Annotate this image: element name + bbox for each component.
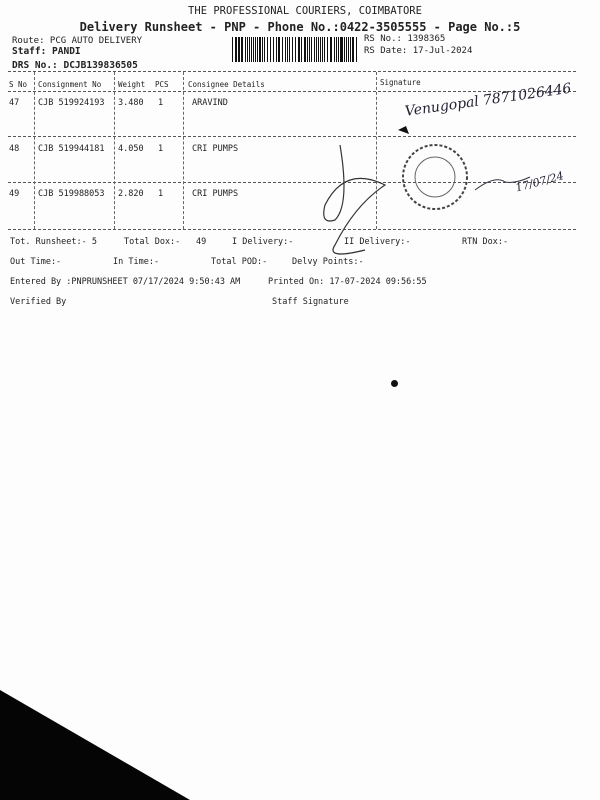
drs-number: DRS No.: DCJB139836505 bbox=[12, 60, 138, 71]
total-dox-label: Total Dox:- bbox=[124, 237, 181, 247]
weight: 2.820 bbox=[118, 189, 144, 199]
document-title: Delivery Runsheet - PNP - Phone No.:0422… bbox=[79, 20, 521, 34]
consignee: ARAVIND bbox=[192, 98, 228, 108]
company-name: THE PROFESSIONAL COURIERS, COIMBATORE bbox=[188, 5, 422, 17]
rtn-dox: RTN Dox:- bbox=[462, 237, 509, 247]
barcode bbox=[232, 37, 358, 62]
entered-by: Entered By :PNPRUNSHEET 07/17/2024 9:50:… bbox=[10, 277, 241, 287]
col-weight: Weight bbox=[118, 80, 146, 89]
consignee: CRI PUMPS bbox=[192, 189, 239, 199]
sno: 48 bbox=[9, 144, 20, 154]
delvy-points: Delvy Points:- bbox=[292, 257, 364, 267]
consignee: CRI PUMPS bbox=[192, 144, 239, 154]
consignment-no: CJB 519944181 bbox=[38, 144, 105, 154]
pcs: 1 bbox=[158, 189, 164, 199]
col-sno: S No bbox=[9, 80, 28, 89]
rs-date: RS Date: 17-Jul-2024 bbox=[364, 46, 473, 56]
col-pcs: PCS bbox=[155, 80, 169, 89]
consignment-no: CJB 519924193 bbox=[38, 98, 105, 108]
ink-spot bbox=[391, 380, 398, 387]
col-consignee: Consignee Details bbox=[188, 80, 265, 89]
sno: 47 bbox=[9, 98, 20, 108]
ii-delivery: II Delivery:- bbox=[344, 237, 411, 247]
weight: 4.050 bbox=[118, 144, 144, 154]
total-runsheet: Tot. Runsheet:- 5 bbox=[10, 237, 97, 247]
handwritten-stamp-and-strokes bbox=[323, 126, 531, 255]
total-pod: Total POD:- bbox=[211, 257, 268, 267]
printed-on: Printed On: 17-07-2024 09:56:55 bbox=[268, 277, 427, 287]
weight: 3.480 bbox=[118, 98, 144, 108]
staff: Staff: PANDI bbox=[12, 46, 81, 57]
in-time: In Time:- bbox=[113, 257, 160, 267]
sno: 49 bbox=[9, 189, 20, 199]
scan-shadow bbox=[0, 690, 190, 800]
i-delivery: I Delivery:- bbox=[232, 237, 294, 247]
route: Route: PCG AUTO DELIVERY bbox=[12, 36, 143, 46]
col-signature: Signature bbox=[380, 78, 421, 87]
staff-signature: Staff Signature bbox=[272, 297, 349, 307]
rs-number: RS No.: 1398365 bbox=[364, 34, 446, 44]
pcs: 1 bbox=[158, 98, 164, 108]
total-dox-value: 49 bbox=[196, 237, 207, 247]
out-time: Out Time:- bbox=[10, 257, 62, 267]
pcs: 1 bbox=[158, 144, 164, 154]
verified-by: Verified By bbox=[10, 297, 67, 307]
col-consignment: Consignment No bbox=[38, 80, 102, 89]
consignment-no: CJB 519988053 bbox=[38, 189, 105, 199]
